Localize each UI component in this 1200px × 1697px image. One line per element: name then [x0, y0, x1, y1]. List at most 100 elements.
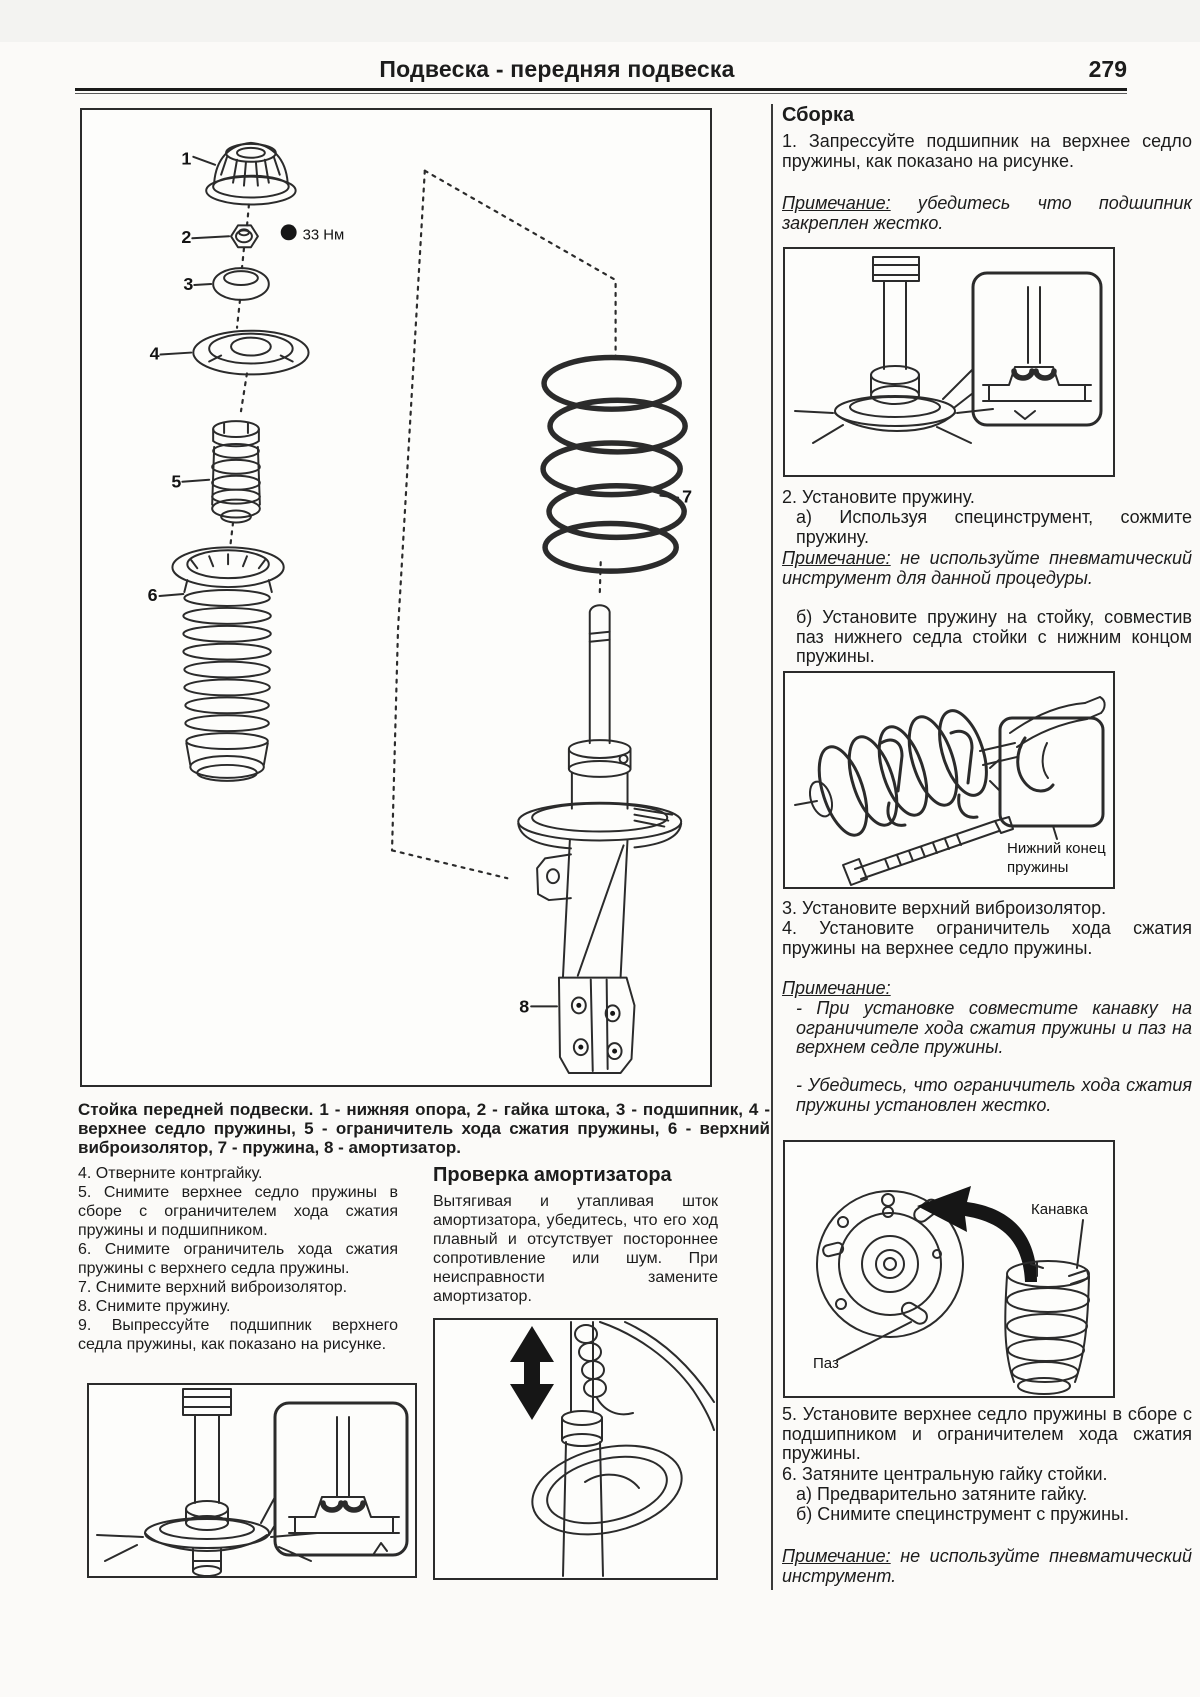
disassembly-step: 8. Снимите пружину.: [78, 1298, 231, 1315]
part-bump-stop: [211, 420, 261, 524]
assembly-note-3-item1: - При установке совместите канавку на ог…: [796, 998, 1192, 1057]
assembly-note-4: Примечание: не используйте пневматически…: [782, 1546, 1192, 1586]
assembly-step-6a: а) Предварительно затяните гайку.: [796, 1484, 1088, 1504]
leader-7: [659, 494, 680, 499]
press-ram: [182, 1388, 232, 1531]
seat-alignment-figure: Канавка Паз: [783, 1140, 1115, 1398]
note-label: Примечание:: [782, 978, 891, 998]
part-rod-nut: [230, 224, 259, 249]
column-separator: [771, 104, 773, 1590]
leader-4: [159, 351, 193, 356]
up-down-arrow-icon: [510, 1326, 554, 1420]
part-upper-support: [205, 141, 297, 206]
leader-3: [193, 283, 213, 286]
note-label: Примечание:: [782, 193, 891, 213]
disassembly-step: 7. Снимите верхний виброизолятор.: [78, 1279, 348, 1296]
assembly-step-3: 3. Установите верхний виброизолятор.: [782, 898, 1107, 918]
scan-artifact-band: [0, 0, 1200, 42]
inset-detail: [971, 271, 1103, 427]
hand-on-rod: [570, 1321, 715, 1431]
strut-lower: [531, 1410, 683, 1577]
callout-wedge: [942, 368, 974, 408]
spring-seat-side: [96, 1517, 318, 1576]
part-strut: [517, 604, 683, 1074]
compressor-screw: [842, 816, 1014, 886]
bump-stop-side: [1004, 1260, 1090, 1395]
assembly-step-5: 5. Установите верхнее седло пружины в сб…: [782, 1404, 1192, 1463]
part-label-3: 3: [183, 274, 193, 294]
compressor-hooks: [879, 729, 979, 827]
part-label-1: 1: [181, 149, 191, 169]
disassembly-step: 5. Снимите верхнее седло пружины в сборе…: [78, 1184, 398, 1239]
inset-detail: [273, 1401, 409, 1557]
bearing-pressout-drawing: [96, 1388, 409, 1576]
spring-end-label-line2: пружины: [1007, 859, 1068, 876]
slot-leader: [836, 1321, 912, 1361]
assembly-step-1: 1. Запрессуйте подшипник на верхнее седл…: [782, 131, 1192, 171]
part-label-5: 5: [171, 472, 181, 492]
note-text: не используйте пневматический инструмент…: [782, 548, 1192, 588]
page-number: 279: [1088, 56, 1127, 82]
shock-check-figure: [433, 1318, 718, 1580]
part-label-4: 4: [150, 344, 160, 364]
bearing-pressin-figure: [783, 247, 1115, 477]
spring-end-label-line1: Нижний конец: [1007, 840, 1106, 857]
assembly-step-6: 6. Затяните центральную гайку стойки.: [782, 1464, 1108, 1484]
compressed-spring: [794, 709, 988, 837]
shock-check-drawing: [510, 1321, 715, 1577]
leader-6: [158, 593, 185, 598]
assembly-note-2: Примечание: не используйте пневматически…: [782, 548, 1192, 588]
disassembly-steps: 4. Отверните контргайку. 5. Снимите верх…: [78, 1164, 398, 1354]
part-label-7: 7: [682, 487, 692, 507]
seat-alignment-drawing: Канавка Паз: [813, 1186, 1090, 1395]
torque-dot: [280, 224, 297, 241]
header-rule-thick: [75, 88, 1127, 91]
inset-detail: [989, 716, 1105, 828]
spring-compressor-drawing: Нижний конец пружины: [794, 696, 1106, 886]
main-exploded-figure: 1 2 33 Нм 3 4: [80, 108, 712, 1087]
press-ram: [870, 256, 920, 405]
spring-seat-side: [794, 395, 994, 444]
part-coil-spring: [540, 354, 688, 574]
note-text: убедитесь что подшипник закреплен жестко…: [782, 193, 1192, 233]
disassembly-step: 4. Отверните контргайку.: [78, 1165, 263, 1182]
spring-compressor-figure: Нижний конец пружины: [783, 671, 1115, 889]
part-label-6: 6: [148, 585, 158, 605]
part-upper-seat: [192, 329, 310, 376]
note-text: не используйте пневматический инструмент…: [782, 1546, 1192, 1586]
note-label: Примечание:: [782, 1546, 891, 1566]
part-label-8: 8: [519, 996, 529, 1016]
page-title: Подвеска - передняя подвеска: [379, 56, 735, 82]
bearing-pressin-drawing: [794, 256, 1103, 444]
disassembly-step: 9. Выпрессуйте подшипник верхнего седла …: [78, 1317, 398, 1353]
slot-label: Паз: [813, 1355, 839, 1372]
leader-1: [192, 155, 217, 166]
leader-5: [181, 478, 211, 483]
assembly-step-2: 2. Установите пружину.: [782, 487, 975, 507]
assembly-note-3-item2: - Убедитесь, что ограничитель хода сжати…: [796, 1075, 1192, 1115]
part-label-2: 2: [181, 227, 191, 247]
assembly-step-2b: б) Установите пружину на стойку, совмест…: [796, 607, 1192, 666]
part-dust-boot: [171, 546, 285, 782]
groove-leader: [1076, 1219, 1084, 1269]
assembly-step-2a: а) Используя специнструмент, сожмите пру…: [796, 507, 1192, 547]
part-bearing: [212, 267, 270, 301]
bearing-pressout-figure: [87, 1383, 417, 1578]
assembly-step-4: 4. Установите ограничитель хода сжатия п…: [782, 918, 1192, 958]
assembly-note-3-label: Примечание:: [782, 978, 1192, 999]
leader-2: [191, 235, 231, 240]
disassembly-step: 6. Снимите ограничитель хода сжатия пруж…: [78, 1241, 398, 1277]
rotation-arrow-icon: [917, 1186, 1037, 1282]
torque-label: 33 Нм: [303, 227, 345, 243]
assembly-axis-dashes: [228, 169, 617, 880]
figure-caption: Стойка передней подвески. 1 - нижняя опо…: [78, 1100, 770, 1157]
exploded-strut-drawing: 1 2 33 Нм 3 4: [148, 141, 692, 1074]
assembly-step-6b: б) Снимите специнструмент с пружины.: [796, 1504, 1129, 1524]
header-rule-thin: [75, 93, 1127, 94]
groove-label: Канавка: [1031, 1201, 1089, 1218]
note-label: Примечание:: [782, 548, 891, 568]
label-leader: [1052, 825, 1058, 840]
assembly-note-1: Примечание: убедитесь что подшипник закр…: [782, 193, 1192, 233]
shock-check-heading: Проверка амортизатора: [433, 1164, 672, 1186]
shock-check-body: Вытягивая и утапливая шток амортизатора,…: [433, 1193, 718, 1305]
